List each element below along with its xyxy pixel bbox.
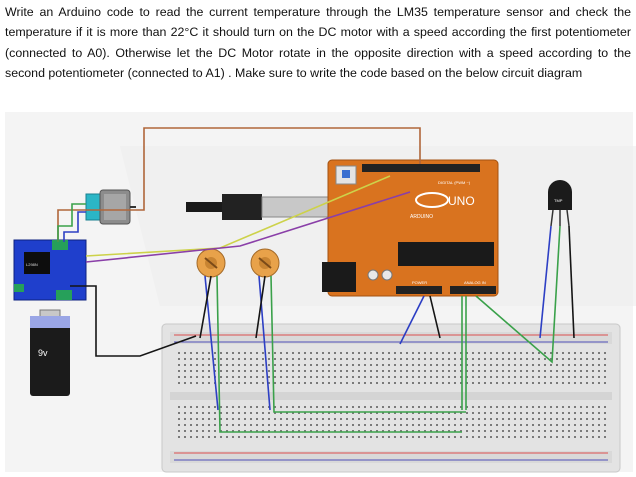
question-text: Write an Arduino code to read the curren… <box>5 5 631 81</box>
wire-pot1-green <box>216 275 462 433</box>
wires <box>57 127 575 433</box>
dc-motor <box>85 189 136 225</box>
wire-purple <box>85 191 411 263</box>
wire-pot2-green <box>270 275 466 413</box>
battery-label: 9v <box>38 348 48 358</box>
arduino-board: UNO ARDUINO DIGITAL (PWM ~) POWER ANALOG… <box>322 159 499 297</box>
sensor-label: TMP <box>554 198 563 203</box>
battery-9v: 9v <box>30 309 70 396</box>
wire-sensor-black <box>568 225 575 339</box>
wire-gnd-blue <box>399 295 425 345</box>
wire-pot2-blue <box>258 275 271 411</box>
lm35-sensor: TMP <box>548 180 572 227</box>
wire-sensor-green <box>475 225 561 364</box>
potentiometer-1 <box>196 248 226 278</box>
wire-black-battery <box>70 285 197 357</box>
wire-5v-black <box>429 295 441 339</box>
potentiometer-2 <box>250 248 280 278</box>
wire-pot1-black <box>199 275 212 339</box>
usb-cable <box>186 194 359 220</box>
wire-pot2-black <box>255 275 266 339</box>
power-label: POWER <box>412 280 427 285</box>
wire-green-motor <box>57 203 86 242</box>
wire-sensor-blue <box>539 225 552 339</box>
wire-blue-motor <box>63 211 86 242</box>
motor-driver: L298N <box>13 239 87 301</box>
digital-label: DIGITAL (PWM ~) <box>438 180 471 185</box>
driver-label: L298N <box>26 262 38 267</box>
wire-brown <box>57 127 421 242</box>
board-brand: ARDUINO <box>410 214 433 220</box>
board-name: UNO <box>448 194 475 208</box>
breadboard-holes <box>178 352 606 438</box>
analog-label: ANALOG IN <box>464 280 486 285</box>
breadboard <box>161 323 621 473</box>
circuit-diagram: L298N 9v UNO ARDUINO DIGITAL (PWM ~) POW… <box>5 112 636 473</box>
